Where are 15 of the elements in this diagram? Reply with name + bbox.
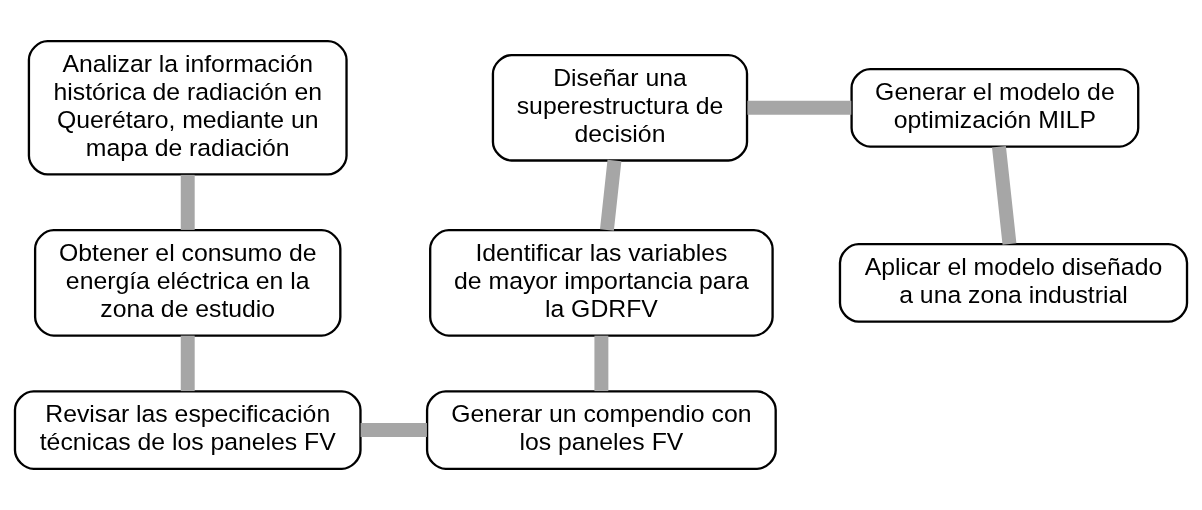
node-box: Generar un compendio con los paneles FV xyxy=(425,390,777,470)
node-box: Aplicar el modelo diseñado a una zona industrial xyxy=(838,243,1189,323)
node-box: Diseñar una superestructura de decisión xyxy=(491,54,749,162)
connector xyxy=(180,174,195,230)
node-box: Obtener el consumo de energía eléctrica en la zona de estudio xyxy=(33,229,342,337)
connector xyxy=(594,335,609,392)
node-box: Generar el modelo de optimización MILP xyxy=(850,67,1140,148)
node-box: Revisar las especificación técnicas de los paneles FV xyxy=(13,390,362,470)
node-box: Analizar la información histórica de radiación en Querétaro, mediante un mapa de radiación xyxy=(27,40,348,176)
connector xyxy=(747,100,852,115)
connector xyxy=(180,335,195,392)
connector xyxy=(600,159,622,231)
node-box: Identificar las variables de mayor importancia para la GDRFV xyxy=(429,229,774,337)
connector xyxy=(360,423,427,438)
connector xyxy=(992,145,1017,245)
